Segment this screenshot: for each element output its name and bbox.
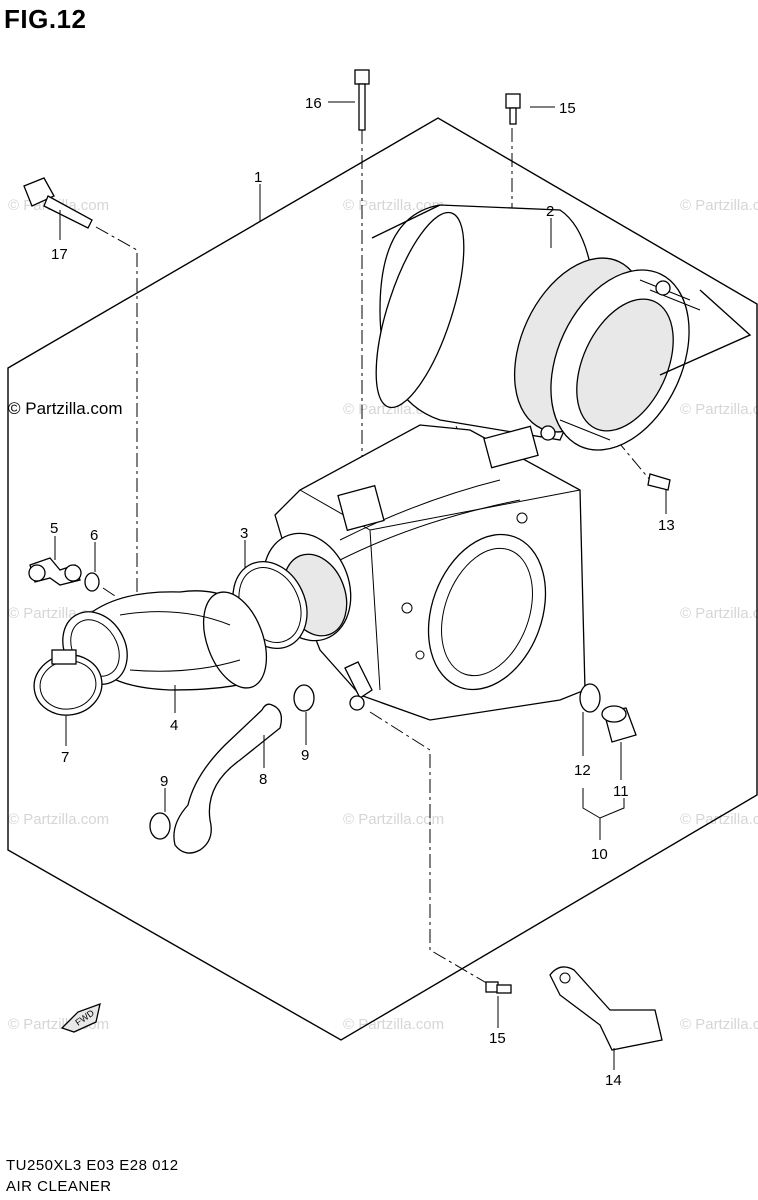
callout-8: 8 — [259, 771, 267, 788]
bolt-16[interactable] — [354, 69, 370, 131]
callout-15-top: 15 — [559, 100, 576, 117]
bolt-15-top[interactable] — [505, 93, 521, 125]
watermark: © Partzilla.com — [343, 1016, 445, 1033]
watermark: © Partzilla.com — [680, 401, 758, 418]
cover-screw[interactable] — [647, 473, 671, 491]
clip-9-lower[interactable] — [149, 812, 171, 840]
intake-duct[interactable] — [50, 583, 278, 696]
clip-9-upper[interactable] — [293, 684, 315, 712]
watermark: © Partzilla.com — [343, 811, 445, 828]
drain-clamp[interactable] — [579, 683, 601, 713]
air-cleaner-case[interactable] — [249, 424, 586, 721]
watermark: © Partzilla.com — [8, 811, 110, 828]
callout-10: 10 — [591, 846, 608, 863]
drain-hose[interactable] — [173, 703, 283, 854]
figure-title: FIG.12 — [4, 4, 87, 34]
callout-12: 12 — [574, 762, 591, 779]
drain-plug[interactable] — [601, 705, 637, 743]
callout-16: 16 — [305, 95, 322, 112]
air-filter-element[interactable] — [358, 203, 752, 472]
bolt-15-bottom[interactable] — [485, 981, 512, 994]
watermark: © Partzilla.com — [680, 197, 758, 214]
callout-9-lower: 9 — [160, 773, 168, 790]
callout-4: 4 — [170, 717, 178, 734]
callout-3: 3 — [240, 525, 248, 542]
callout-leaders — [54, 101, 667, 1070]
hose-clip[interactable] — [84, 572, 100, 592]
callout-14: 14 — [605, 1072, 622, 1089]
copyright-notice: © Partzilla.com — [8, 399, 123, 418]
callout-13: 13 — [658, 517, 675, 534]
callout-17: 17 — [51, 246, 68, 263]
elbow-fitting[interactable] — [28, 557, 82, 586]
hose-clamp[interactable] — [29, 649, 106, 721]
section-title: AIR CLEANER — [6, 1178, 112, 1195]
watermark: © Partzilla.com — [343, 197, 445, 214]
watermark: © Partzilla.com — [680, 1016, 758, 1033]
watermark: © Partzilla.com — [680, 605, 758, 622]
assembly-outline — [7, 117, 758, 1041]
callout-1: 1 — [254, 169, 262, 186]
mounting-bracket[interactable] — [549, 966, 663, 1051]
breather-fitting[interactable] — [23, 177, 93, 229]
callout-7: 7 — [61, 749, 69, 766]
callout-labels: 1 2 3 4 5 6 7 8 9 9 10 11 12 13 14 15 15… — [50, 95, 675, 1089]
callout-11: 11 — [613, 783, 629, 800]
model-code: TU250XL3 E03 E28 012 — [6, 1157, 179, 1174]
callout-15-bottom: 15 — [489, 1030, 506, 1047]
callout-2: 2 — [546, 203, 554, 220]
fwd-arrow-icon: FWD — [60, 1002, 101, 1033]
callout-6: 6 — [90, 527, 98, 544]
callout-9-upper: 9 — [301, 747, 309, 764]
watermark: © Partzilla.com — [680, 811, 758, 828]
callout-5: 5 — [50, 520, 58, 537]
